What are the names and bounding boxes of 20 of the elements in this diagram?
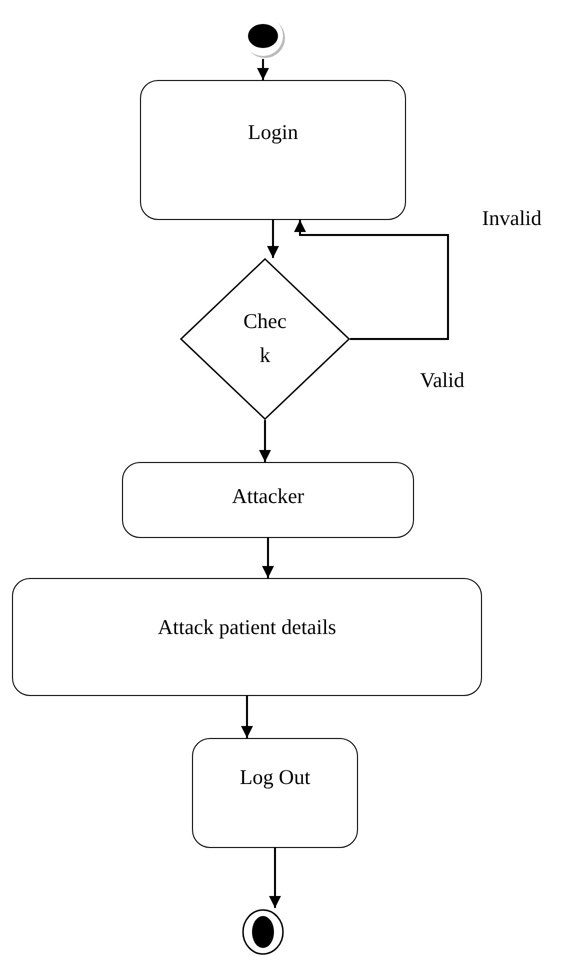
arrow xyxy=(262,538,274,578)
activity-label: Attack patient details xyxy=(158,614,336,640)
activity-box xyxy=(12,578,482,696)
activity-label: Attacker xyxy=(232,484,304,508)
arrow xyxy=(267,220,279,258)
arrow xyxy=(257,59,269,80)
activity-box xyxy=(140,80,406,220)
end-node xyxy=(241,908,285,956)
activity-box xyxy=(192,738,358,848)
decision-label: Chec k xyxy=(242,308,288,369)
activity-label: Login xyxy=(248,120,298,144)
arrow xyxy=(259,420,271,462)
condition-label: Invalid xyxy=(482,206,542,231)
activity-box xyxy=(122,462,414,538)
activity-label: Log Out xyxy=(240,764,310,790)
arrow xyxy=(269,848,281,908)
condition-label: Valid xyxy=(420,368,464,393)
arrow xyxy=(241,696,253,738)
arrow xyxy=(294,220,449,340)
decision-diamond xyxy=(180,258,350,420)
